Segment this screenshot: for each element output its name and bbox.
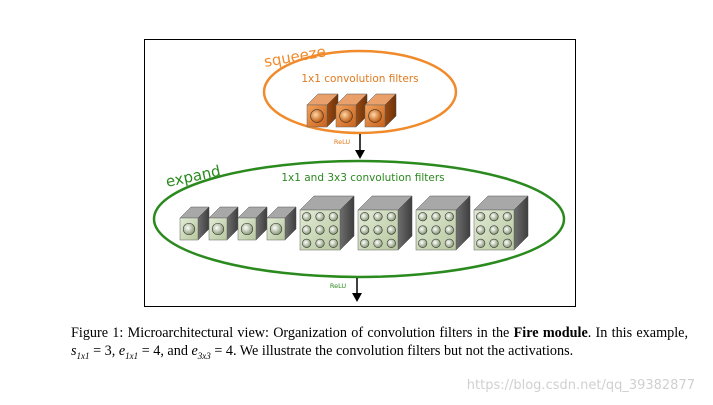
caption-s-sub: 1x1: [76, 350, 90, 361]
caption-mid: . In this example,: [587, 325, 688, 341]
squeeze-filter-1x1: [335, 93, 368, 128]
expand-ellipse: [152, 159, 566, 279]
expand-filter-1x1: [208, 206, 239, 241]
caption-s-var: s: [71, 342, 77, 359]
caption-e3-var: e: [191, 342, 198, 359]
caption-prefix: Figure 1: Microarchitectural view: Organ…: [71, 325, 510, 341]
fire-module-diagram: squeeze 1x1 convolution filters ReLU exp…: [152, 42, 566, 302]
expand-filter-3x3: [473, 195, 529, 251]
caption-eq2: = 4, and: [138, 342, 188, 359]
expand-filters: [179, 195, 529, 251]
expand-filter-1x1: [179, 206, 210, 241]
expand-filter-1x1: [237, 206, 268, 241]
squeeze-relu-label: ReLU: [334, 138, 351, 146]
figure-frame: squeeze 1x1 convolution filters ReLU exp…: [144, 39, 576, 307]
squeeze-ellipse: [262, 49, 458, 135]
squeeze-label: squeeze: [263, 42, 328, 71]
caption-e1-var: e: [118, 342, 126, 359]
expand-label: expand: [164, 162, 222, 191]
watermark: https://blog.csdn.net/qq_39382877: [466, 378, 695, 393]
caption-e3-sub: 3x3: [197, 350, 211, 361]
caption-eq3: = 4. We illustrate the convolution filte…: [210, 342, 574, 359]
caption-bold-term: Fire module: [513, 325, 588, 341]
figure-caption: Figure 1: Microarchitectural view: Organ…: [71, 325, 688, 365]
expand-filter-3x3: [299, 195, 355, 251]
squeeze-filter-1x1: [364, 93, 397, 128]
caption-eq1: = 3,: [89, 342, 116, 359]
expand-filter-3x3: [415, 195, 471, 251]
expand-filters-label: 1x1 and 3x3 convolution filters: [281, 172, 444, 184]
squeeze-filter-1x1: [306, 93, 339, 128]
expand-relu-label: ReLU: [330, 282, 347, 290]
squeeze-filters: [306, 93, 397, 128]
caption-e1-sub: 1x1: [125, 350, 139, 361]
expand-filter-3x3: [357, 195, 413, 251]
squeeze-filters-label: 1x1 convolution filters: [301, 73, 418, 85]
expand-filter-1x1: [266, 206, 297, 241]
arrow-head-2: [352, 293, 362, 302]
arrow-head-1: [355, 150, 365, 159]
